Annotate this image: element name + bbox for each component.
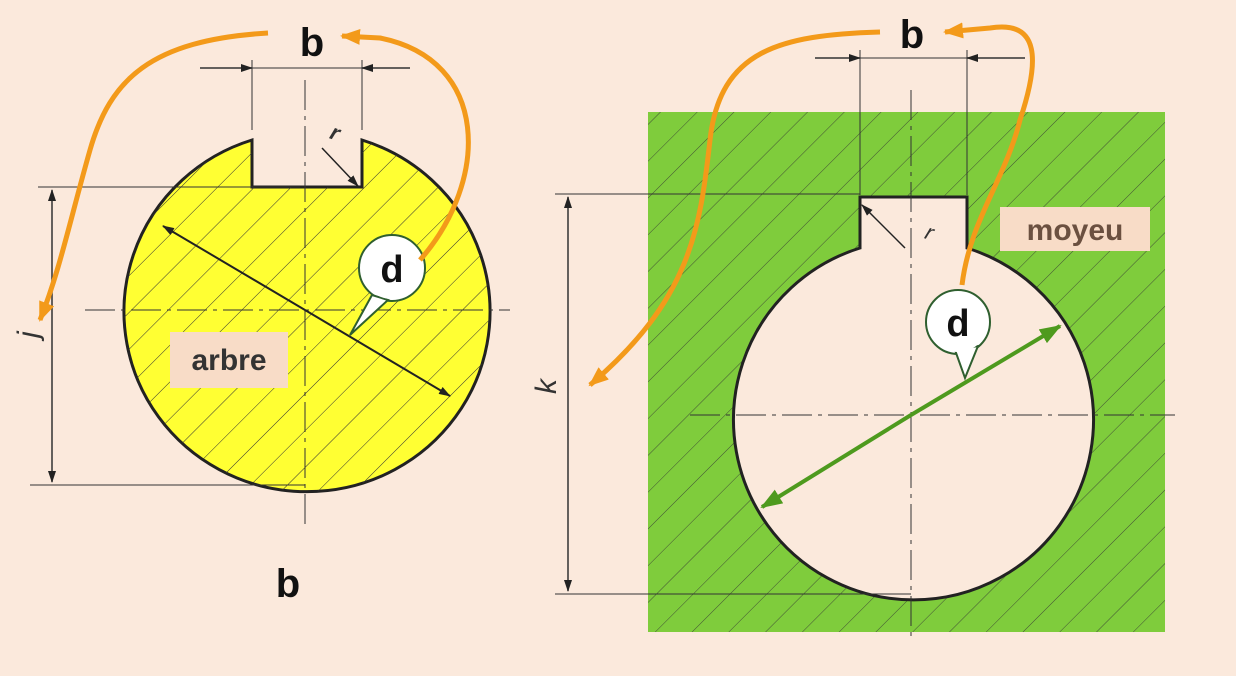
hub-label-box [1000, 207, 1150, 251]
orange-arrow-hub-right [943, 22, 1035, 286]
hub-section: k r moyeu d b [530, 13, 1175, 640]
shaft-section: r j arbre d b b [12, 21, 510, 606]
shaft-radius-label: r [327, 119, 345, 146]
shaft-width-label: b [300, 21, 324, 65]
shaft-diameter-label: d [380, 249, 403, 291]
orange-arrow-shaft-left [37, 30, 269, 322]
hub-diameter-label: d [946, 303, 969, 345]
orange-arrow-shaft-right [340, 28, 471, 262]
shaft-label: arbre [191, 344, 266, 377]
orange-arrow-hub-left [588, 29, 881, 387]
hub-label: moyeu [1027, 214, 1124, 247]
hub-width-label: b [900, 13, 924, 57]
hub-diameter-arrow [909, 324, 1062, 417]
shaft-depth-label: j [12, 330, 45, 342]
hub-depth-label: k [530, 377, 563, 394]
bottom-width-label: b [276, 562, 300, 606]
shaft-label-box [170, 332, 288, 388]
hub-radius-label: r [922, 219, 939, 246]
